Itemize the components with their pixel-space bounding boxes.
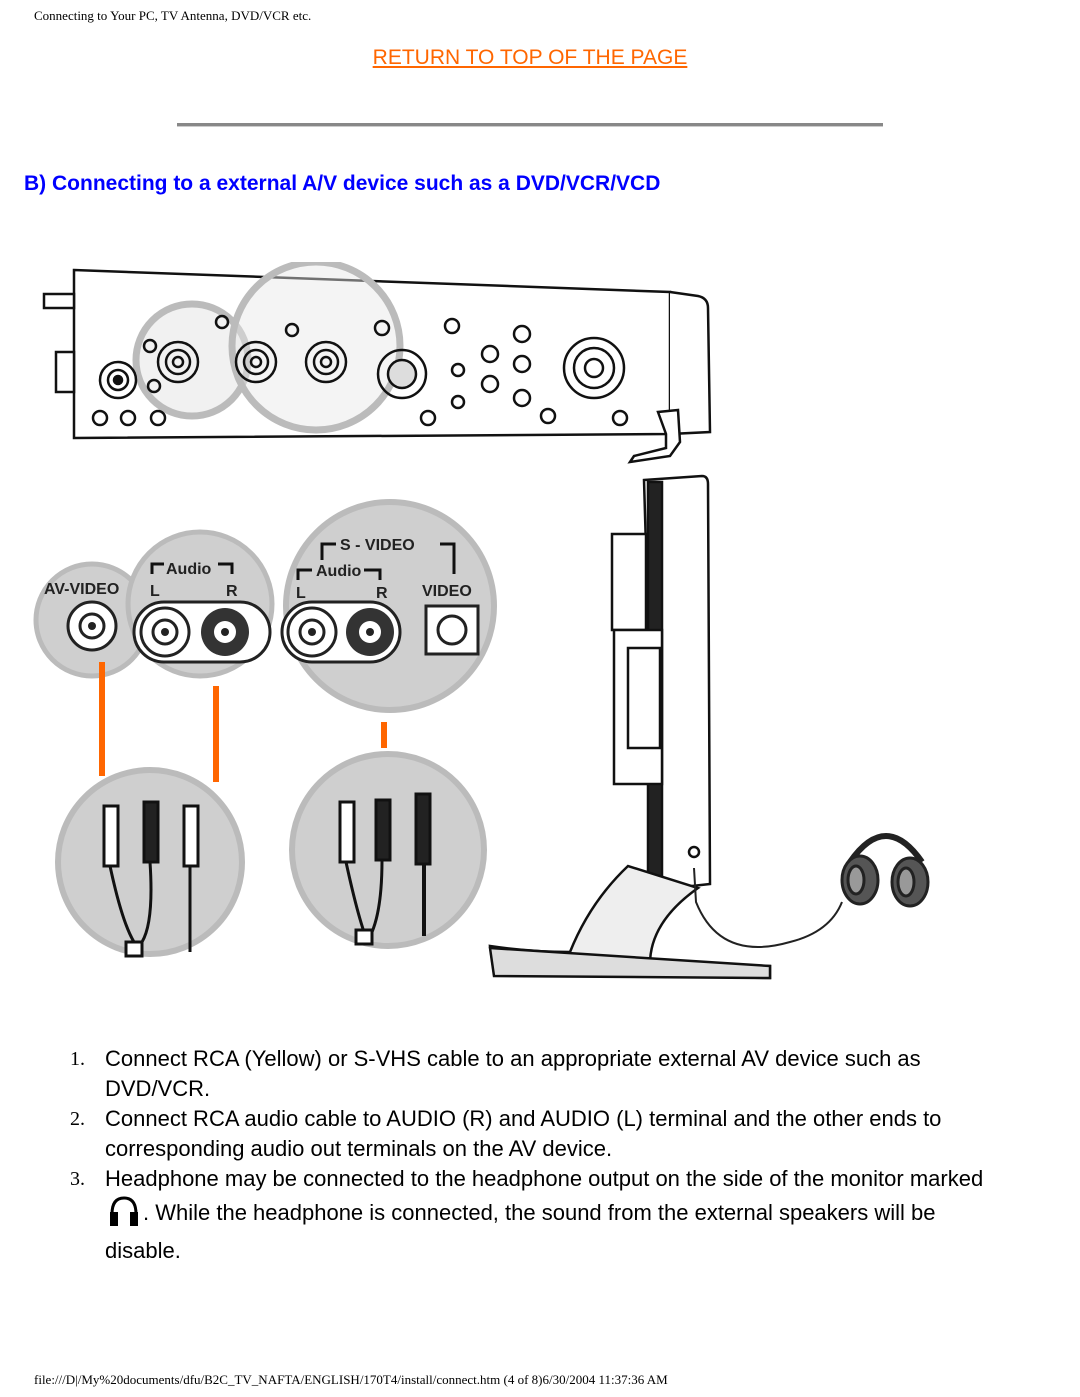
rear-panel-illustration: [42, 262, 712, 464]
label-audio-r-2: R: [376, 585, 388, 602]
headphones-illustration: [693, 833, 930, 948]
list-item-number: 2.: [70, 1108, 85, 1130]
list-item: 3. Headphone may be connected to the hea…: [60, 1164, 990, 1266]
monitor-side-view: [488, 474, 772, 980]
rca-plug-closeup: [55, 767, 245, 958]
list-item-text-before: Headphone may be connected to the headph…: [105, 1166, 984, 1191]
label-video: VIDEO: [422, 583, 472, 600]
section-heading: B) Connecting to a external A/V device s…: [24, 172, 661, 195]
return-to-top-link[interactable]: RETURN TO TOP OF THE PAGE: [372, 46, 688, 69]
list-item-text: Connect RCA audio cable to AUDIO (R) and…: [105, 1106, 942, 1161]
label-audio-l-2: L: [296, 585, 306, 602]
label-s-video: S - VIDEO: [340, 537, 415, 554]
list-item: 1. Connect RCA (Yellow) or S-VHS cable t…: [60, 1044, 990, 1104]
list-item-text: Connect RCA (Yellow) or S-VHS cable to a…: [105, 1046, 921, 1101]
footer-file-path: file:///D|/My%20documents/dfu/B2C_TV_NAF…: [34, 1372, 668, 1387]
list-item-number: 3.: [70, 1168, 85, 1190]
label-audio-right-group: Audio: [316, 563, 362, 580]
label-audio-r-1: R: [226, 583, 238, 600]
terminal-closeups: [33, 499, 497, 713]
label-audio-l-1: L: [150, 583, 160, 600]
label-audio-left-group: Audio: [166, 561, 212, 578]
label-av-video: AV-VIDEO: [44, 581, 119, 598]
horizontal-divider: [177, 123, 883, 127]
list-item-text-after: . While the headphone is connected, the …: [105, 1200, 936, 1263]
list-item: 2. Connect RCA audio cable to AUDIO (R) …: [60, 1104, 990, 1164]
list-item-number: 1.: [70, 1048, 85, 1070]
page-header-title: Connecting to Your PC, TV Antenna, DVD/V…: [34, 8, 312, 23]
headphone-icon: [107, 1194, 141, 1236]
instruction-list: 1. Connect RCA (Yellow) or S-VHS cable t…: [60, 1044, 990, 1266]
av-connection-diagram: AV-VIDEO Audio L R S - VIDEO Audio L R V…: [33, 262, 930, 980]
cable-lines: [99, 662, 387, 782]
svideo-plug-closeup: [289, 751, 487, 949]
